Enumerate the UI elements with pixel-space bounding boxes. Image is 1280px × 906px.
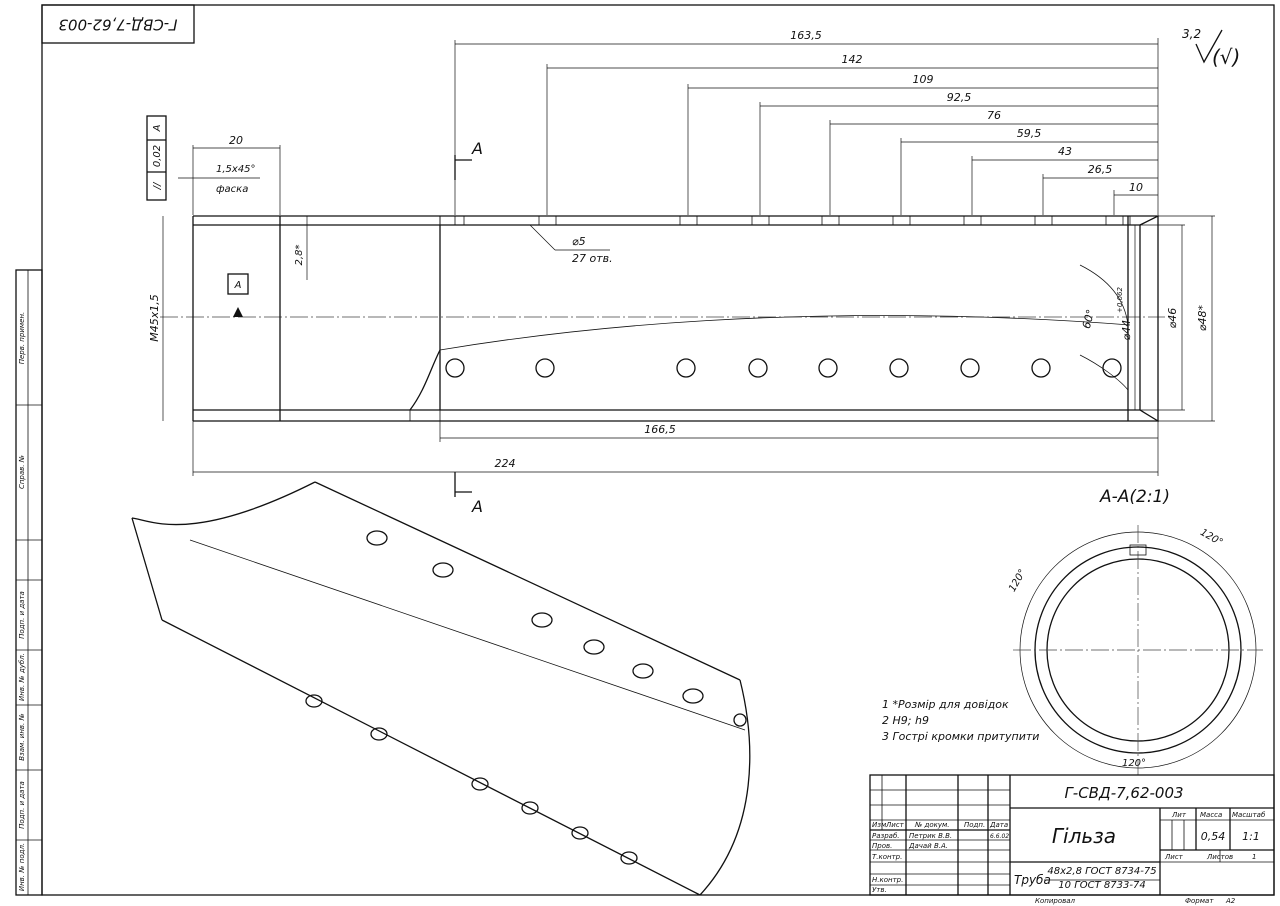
svg-text:⌀44: ⌀44 <box>1120 320 1133 341</box>
svg-text:Справ. №: Справ. № <box>18 455 26 489</box>
svg-text:Подп. и дата: Подп. и дата <box>18 781 26 829</box>
svg-text:⌀46: ⌀46 <box>1166 308 1179 329</box>
svg-text:2,8*: 2,8* <box>294 245 305 266</box>
svg-text:Масса: Масса <box>1200 811 1222 819</box>
svg-text:1: 1 <box>1252 853 1256 861</box>
svg-text:№ докум.: № докум. <box>914 821 950 829</box>
drawing-code-rotated: Г-СВД-7,62-003 <box>58 16 177 34</box>
title-block: Изм Лист № докум. Подп. Дата Разраб. Пет… <box>869 774 1275 905</box>
svg-text:2 Н9; h9: 2 Н9; h9 <box>882 714 929 727</box>
svg-text:Пров.: Пров. <box>872 842 892 850</box>
svg-text:(√): (√) <box>1212 45 1240 69</box>
bottom-dimensions: 166,5 224 <box>192 421 1159 476</box>
svg-text:Труба: Труба <box>1014 873 1051 887</box>
svg-text:Формат: Формат <box>1185 897 1214 905</box>
svg-text:A: A <box>234 280 242 291</box>
drawing-code: Г-СВД-7,62-003 <box>1064 784 1183 802</box>
left-strip: Перв. примен. Справ. № Подп. и дата Инв.… <box>15 269 43 896</box>
svg-text:163,5: 163,5 <box>790 29 822 42</box>
section-title: А-А(2:1) <box>1099 487 1170 507</box>
svg-text:Лит: Лит <box>1171 811 1187 819</box>
svg-text:A: A <box>471 497 483 516</box>
svg-text:М45х1,5: М45х1,5 <box>148 294 161 342</box>
svg-text:59,5: 59,5 <box>1017 127 1042 140</box>
svg-text:Масштаб: Масштаб <box>1232 811 1266 819</box>
svg-text:1 *Розмір для довідок: 1 *Розмір для довідок <box>882 698 1009 711</box>
svg-text:27 отв.: 27 отв. <box>572 252 613 265</box>
svg-text:166,5: 166,5 <box>644 423 676 436</box>
svg-text:120°: 120° <box>1122 758 1146 769</box>
svg-text:А2: А2 <box>1225 897 1236 905</box>
svg-text:26,5: 26,5 <box>1088 163 1113 176</box>
svg-text:Т.контр.: Т.контр. <box>872 853 902 861</box>
svg-text:Копировал: Копировал <box>1035 897 1076 905</box>
right-dimensions: 60° ⌀44 +0,062 ⌀46 ⌀48* <box>1080 215 1215 422</box>
svg-text:109: 109 <box>913 73 934 86</box>
left-dimensions: 20 1,5х45° фаска М45х1,5 A 0,02 // A 2,8… <box>146 115 308 421</box>
svg-text:Взам. инв. №: Взам. инв. № <box>18 713 26 761</box>
svg-text:Лист: Лист <box>1164 853 1184 861</box>
notes: 1 *Розмір для довідок 2 Н9; h9 3 Гострі … <box>882 698 1039 743</box>
svg-text:43: 43 <box>1058 145 1072 158</box>
svg-text:Разраб.: Разраб. <box>872 832 900 840</box>
svg-text:92,5: 92,5 <box>947 91 972 104</box>
svg-text:1,5х45°: 1,5х45° <box>216 164 256 175</box>
svg-text:1:1: 1:1 <box>1242 830 1260 843</box>
svg-text:Листов: Листов <box>1206 853 1233 861</box>
svg-text:0,02: 0,02 <box>152 145 163 167</box>
svg-text:3 Гострі кромки притупити: 3 Гострі кромки притупити <box>882 730 1039 743</box>
svg-text:Утв.: Утв. <box>872 886 887 894</box>
svg-text:10 ГОСТ 8733-74: 10 ГОСТ 8733-74 <box>1058 880 1145 891</box>
roughness-symbol: 3,2 (√) <box>1182 27 1240 69</box>
svg-text:Дата: Дата <box>989 821 1008 829</box>
section-view: А-А(2:1) 120° 120° 120° <box>1007 487 1263 775</box>
svg-text:Инв. № подл.: Инв. № подл. <box>18 843 26 891</box>
svg-text:A: A <box>471 139 483 158</box>
svg-text:0,54: 0,54 <box>1201 830 1226 843</box>
code-box <box>41 4 195 44</box>
svg-text:фаска: фаска <box>216 184 248 195</box>
svg-text:Дачай В.А.: Дачай В.А. <box>908 842 948 850</box>
svg-text:⌀5: ⌀5 <box>572 235 586 248</box>
section-marks: A A <box>454 139 483 516</box>
svg-text:⌀48*: ⌀48* <box>1196 304 1209 331</box>
svg-text:120°: 120° <box>1198 527 1224 549</box>
top-dimensions: 163,5 142 109 92,5 76 59,5 43 26,5 10 <box>454 29 1159 215</box>
svg-text:142: 142 <box>842 53 863 66</box>
svg-text:10: 10 <box>1129 181 1143 194</box>
svg-text:76: 76 <box>987 109 1001 122</box>
main-view <box>160 214 1165 423</box>
svg-text:Перв. примен.: Перв. примен. <box>18 312 26 365</box>
svg-text:Лист: Лист <box>885 821 905 829</box>
hole-callout: ⌀5 27 отв. <box>529 224 613 265</box>
svg-text:6.6.02: 6.6.02 <box>990 833 1009 840</box>
isometric-view <box>131 481 751 896</box>
svg-text:+0,062: +0,062 <box>1116 287 1124 313</box>
svg-text:20: 20 <box>229 134 243 147</box>
svg-text:Инв. № дубл.: Инв. № дубл. <box>18 653 26 701</box>
svg-text:Подп.: Подп. <box>964 821 985 829</box>
svg-text:48х2,8 ГОСТ 8734-75: 48х2,8 ГОСТ 8734-75 <box>1047 866 1156 877</box>
svg-text:Подп. и дата: Подп. и дата <box>18 591 26 639</box>
svg-text:A: A <box>152 124 163 132</box>
sheet-frame <box>41 4 1275 896</box>
part-name: Гільза <box>1052 824 1116 848</box>
svg-text:3,2: 3,2 <box>1182 27 1201 41</box>
svg-text:224: 224 <box>495 457 516 470</box>
svg-text://: // <box>152 181 163 190</box>
svg-text:Петрик В.В.: Петрик В.В. <box>909 832 952 840</box>
svg-text:60°: 60° <box>1080 308 1098 330</box>
svg-text:Н.контр.: Н.контр. <box>872 876 903 884</box>
svg-text:Изм: Изм <box>872 821 887 829</box>
svg-text:120°: 120° <box>1007 568 1029 594</box>
